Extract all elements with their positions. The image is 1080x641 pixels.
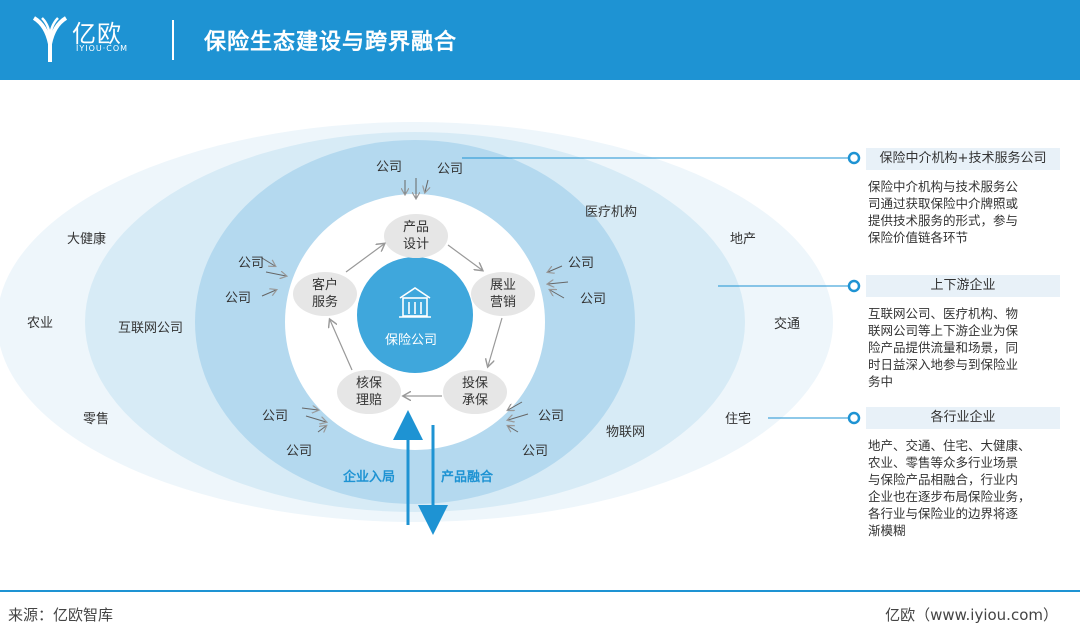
cycle-node-product-design (384, 214, 448, 258)
label-health: 大健康 (67, 232, 107, 247)
label-housing: 住宅 (725, 412, 752, 427)
cycle-node-claims (337, 370, 401, 414)
legend-desc-upstream: 互联网公司、医疗机构、物联网公司等上下游企业为保险产品提供流量和场景，同时日益深… (868, 306, 1019, 389)
cycle-label-claims: 核保理赔 (355, 376, 382, 408)
building-icon (399, 287, 431, 318)
legend-title-intermediary: 保险中介机构+技术服务公司 (866, 148, 1060, 170)
cycle-node-marketing (471, 272, 535, 316)
legend-desc-intermediary: 保险中介机构与技术服务公司通过获取保险中介牌照或提供技术服务的形式，参与保险价值… (868, 179, 1019, 245)
label-retail: 零售 (83, 412, 110, 427)
page-title: 保险生态建设与跨界融合 (204, 30, 458, 55)
logo-text: 亿欧 (72, 20, 122, 48)
company-label: 公司 (580, 292, 607, 307)
company-label: 公司 (376, 160, 403, 175)
cycle-arrow (330, 320, 353, 371)
source-label: 来源：亿欧智库 (8, 606, 114, 624)
cycle-label-service: 客户服务 (311, 278, 338, 310)
center-node (357, 257, 473, 373)
cycle-arrow (345, 244, 384, 273)
site-label: 亿欧（www.iyiou.com） (885, 606, 1058, 624)
company-label: 公司 (522, 444, 549, 459)
logo-subtext: IYIOU·COM (76, 44, 129, 53)
label-transport: 交通 (774, 317, 801, 332)
cycle-label-underwriting: 投保承保 (461, 376, 488, 408)
legend-dot (847, 279, 861, 293)
label-internet: 互联网公司 (118, 321, 184, 336)
label-iot: 物联网 (606, 425, 646, 440)
company-label: 公司 (437, 162, 464, 177)
cycle-label-product-design: 产品设计 (402, 220, 429, 252)
company-label: 公司 (538, 409, 565, 424)
company-label: 公司 (225, 291, 252, 306)
header-divider (172, 20, 174, 60)
legend-dot (847, 411, 861, 425)
cycle-arrow (488, 317, 503, 366)
label-real-estate: 地产 (730, 232, 757, 247)
cycle-arrow (447, 244, 482, 270)
company-label: 公司 (568, 256, 595, 271)
header-bar: 亿欧 IYIOU·COM 保险生态建设与跨界融合 (0, 0, 1080, 80)
center-label: 保险公司 (385, 333, 438, 348)
legend-title-industries: 各行业企业 (866, 407, 1060, 429)
company-label: 公司 (262, 409, 289, 424)
footer-divider (0, 590, 1080, 592)
legend-dot (847, 151, 861, 165)
label-enterprise-entry: 企业入局 (343, 470, 396, 485)
cycle-node-underwriting (443, 370, 507, 414)
legend-title-upstream: 上下游企业 (866, 275, 1060, 297)
legend-desc-industries: 地产、交通、住宅、大健康、农业、零售等众多行业场景与保险产品相融合，行业内企业也… (868, 438, 1031, 538)
label-medical: 医疗机构 (585, 205, 638, 220)
label-product-integration: 产品融合 (441, 470, 494, 485)
cycle-label-marketing: 展业营销 (489, 278, 516, 310)
cycle-node-service (293, 272, 357, 316)
company-label: 公司 (238, 256, 265, 271)
company-label: 公司 (286, 444, 313, 459)
yiou-logo-icon (32, 16, 68, 62)
label-agriculture: 农业 (27, 316, 54, 331)
ecosystem-diagram (0, 122, 861, 535)
